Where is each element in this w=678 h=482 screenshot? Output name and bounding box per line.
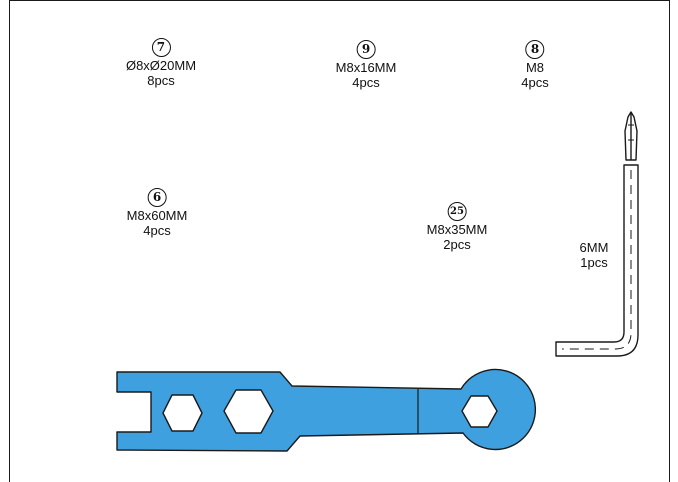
part-number-badge: 9 [356, 40, 376, 59]
part-bolt-short: 9 M8x16MM 4pcs [335, 40, 397, 90]
hex-key-quantity: 1pcs [580, 255, 608, 270]
wrench-icon [116, 368, 537, 452]
part-size: Ø8xØ20MM [125, 58, 197, 73]
part-number-badge: 8 [525, 40, 545, 59]
part-nut: 8 M8 4pcs [521, 40, 549, 90]
hex-key-label: 6MM 1pcs [580, 240, 609, 270]
part-size: M8x16MM [335, 60, 397, 75]
page-frame [9, 0, 670, 482]
part-bolt-long: 6 M8x60MM 4pcs [126, 188, 188, 238]
part-quantity: 4pcs [521, 75, 549, 90]
part-quantity: 8pcs [147, 73, 175, 88]
part-size: M8x60MM [126, 208, 188, 223]
part-number-badge: 25 [447, 202, 467, 221]
part-size: M8x35MM [426, 222, 488, 237]
part-bolt-medium: 25 M8x35MM 2pcs [426, 202, 488, 252]
part-quantity: 4pcs [143, 223, 171, 238]
part-quantity: 2pcs [443, 237, 471, 252]
part-quantity: 4pcs [352, 75, 380, 90]
part-number-badge: 7 [151, 38, 171, 57]
part-washer: 7 Ø8xØ20MM 8pcs [126, 38, 196, 88]
part-number-badge: 6 [147, 188, 167, 207]
hex-key-size: 6MM [579, 240, 609, 255]
hex-key-icon [555, 111, 639, 357]
part-size: M8 [525, 60, 545, 75]
